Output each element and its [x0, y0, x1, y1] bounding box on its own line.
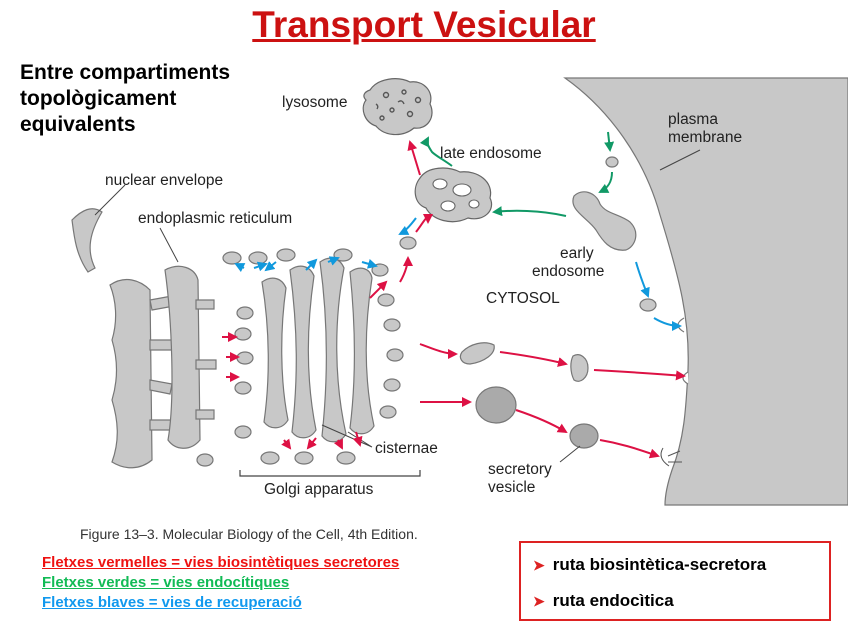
golgi-vesicles: [260, 248, 404, 465]
golgi-cisternae: [261, 257, 375, 443]
route-label-secretory: ruta biosintètica-secretora: [552, 555, 767, 574]
label-cytosol: CYTOSOL: [486, 290, 560, 307]
label-plasma-membrane-line-2: membrane: [668, 129, 742, 146]
plasma-membrane: [563, 77, 848, 506]
label-secretory-vesicle-line-1: secretory: [488, 461, 552, 478]
arrow-bullet-icon: ➤: [533, 557, 545, 573]
subtitle: Entre compartiments topològicament equiv…: [20, 60, 230, 138]
red-arrows: [222, 140, 686, 459]
endoplasmic-reticulum: [109, 265, 217, 469]
vesicular-transport-diagram: lysosome late endosome plasma membrane n…: [71, 77, 848, 506]
er-vesicles: [196, 251, 268, 467]
membrane-fusion-site: [660, 447, 682, 467]
legend-green: Fletxes verdes = vies endocítiques: [42, 574, 290, 591]
nuclear-envelope-pointer: [94, 184, 126, 216]
label-nuclear-envelope: nuclear envelope: [105, 172, 223, 189]
route-label-endocytic: ruta endocìtica: [552, 591, 674, 610]
subtitle-line-1: Entre compartiments: [20, 61, 231, 84]
routes-box: ➤ ruta biosintètica-secretora ➤ ruta endoc…: [519, 541, 831, 621]
label-early-endosome-line-2: endosome: [532, 263, 604, 280]
blue-arrows: [234, 217, 682, 331]
route-item-secretory: ➤ ruta biosintètica-secretora: [533, 555, 766, 575]
nuclear-envelope: [71, 208, 103, 273]
figure-caption: Figure 13–3. Molecular Biology of the Ce…: [80, 526, 418, 542]
label-secretory-vesicle-line-2: vesicle: [488, 479, 535, 496]
arrow-bullet-icon: ➤: [533, 593, 545, 609]
label-cisternae: cisternae: [375, 440, 438, 457]
legend: Fletxes vermelles = vies biosintètiques …: [42, 553, 399, 613]
label-plasma-membrane-line-1: plasma: [668, 111, 718, 128]
subtitle-line-3: equivalents: [20, 113, 136, 136]
transport-vesicle: [399, 236, 417, 250]
subtitle-line-2: topològicament: [20, 87, 177, 110]
membrane-pit-2: [682, 371, 689, 385]
lysosome: [362, 78, 433, 136]
legend-blue: Fletxes blaves = vies de recuperació: [42, 594, 302, 611]
green-arrows: [419, 131, 615, 217]
page-title: Transport Vesicular: [252, 4, 596, 45]
label-late-endosome: late endosome: [440, 145, 542, 162]
route-item-endocytic: ➤ ruta endocìtica: [533, 591, 674, 611]
golgi-bracket: [239, 470, 421, 477]
er-pointer: [159, 227, 179, 263]
label-lysosome: lysosome: [282, 94, 347, 111]
plasma-membrane-pointer: [659, 149, 701, 171]
label-golgi-apparatus: Golgi apparatus: [264, 481, 374, 498]
early-endosome: [572, 156, 657, 312]
legend-red: Fletxes vermelles = vies biosintètiques …: [42, 554, 400, 571]
late-endosome: [414, 167, 493, 223]
secretory-vesicle-pointer: [559, 445, 581, 463]
label-early-endosome-line-1: early: [560, 245, 594, 262]
secretory-cargo: [459, 342, 599, 449]
label-endoplasmic-reticulum: endoplasmic reticulum: [138, 210, 292, 227]
